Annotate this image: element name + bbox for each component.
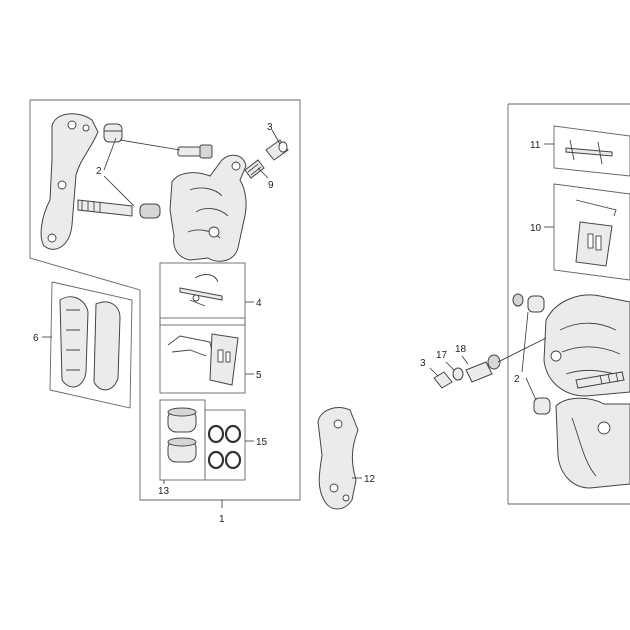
- callout-17: 17: [436, 350, 448, 361]
- callout-9: 9: [268, 180, 274, 191]
- callout-6: 6: [33, 333, 39, 344]
- leader-lines: [42, 129, 554, 508]
- pistons-box: [159, 399, 206, 481]
- right-boot-lower: [533, 397, 551, 415]
- callout-10: 10: [530, 223, 542, 234]
- callout-3-left: 3: [267, 122, 273, 133]
- callout-12: 12: [364, 474, 376, 485]
- right-bracket: [555, 397, 630, 489]
- caliper-bracket: [40, 113, 99, 250]
- callout-5: 5: [256, 370, 262, 381]
- mounting-bracket: [317, 407, 359, 510]
- right-bleed-cap: [433, 371, 453, 389]
- callout-15: 15: [256, 437, 268, 448]
- right-caliper-body: [543, 294, 630, 397]
- slide-pin-upper: [177, 144, 213, 159]
- right-bleed-valve: [465, 354, 501, 383]
- main-caliper-box: [29, 99, 301, 501]
- brake-pads-box: [49, 281, 133, 409]
- callout-numbers: 2 3 9 4 5 6 15 13 1 12 11 10 2 3 17 18: [33, 122, 542, 525]
- callout-1: 1: [219, 514, 225, 525]
- pin-kit-box: [159, 262, 246, 326]
- pad-spring-box: [159, 317, 246, 394]
- right-pad-spring-box: [553, 183, 630, 281]
- left-assembly-frame: [29, 99, 301, 501]
- right-bleed-washer: [452, 367, 464, 381]
- right-assembly-frame: [507, 103, 630, 505]
- caliper-body: [169, 154, 247, 262]
- slide-pin-lower: [77, 199, 161, 219]
- callout-3-right: 3: [420, 358, 426, 369]
- callout-4: 4: [256, 298, 262, 309]
- callout-2-left: 2: [96, 166, 102, 177]
- bleed-cap: [265, 139, 289, 161]
- bleed-valve: [244, 159, 265, 179]
- right-boot-upper: [512, 293, 545, 313]
- callout-13: 13: [158, 486, 170, 497]
- right-pin-kit-box: [553, 125, 630, 177]
- seals-box: [204, 409, 246, 481]
- pin-boot-upper: [103, 123, 123, 143]
- callout-11: 11: [530, 140, 541, 151]
- right-slide-pin: [575, 371, 625, 389]
- callout-18: 18: [455, 344, 467, 355]
- callout-2-right: 2: [514, 374, 520, 385]
